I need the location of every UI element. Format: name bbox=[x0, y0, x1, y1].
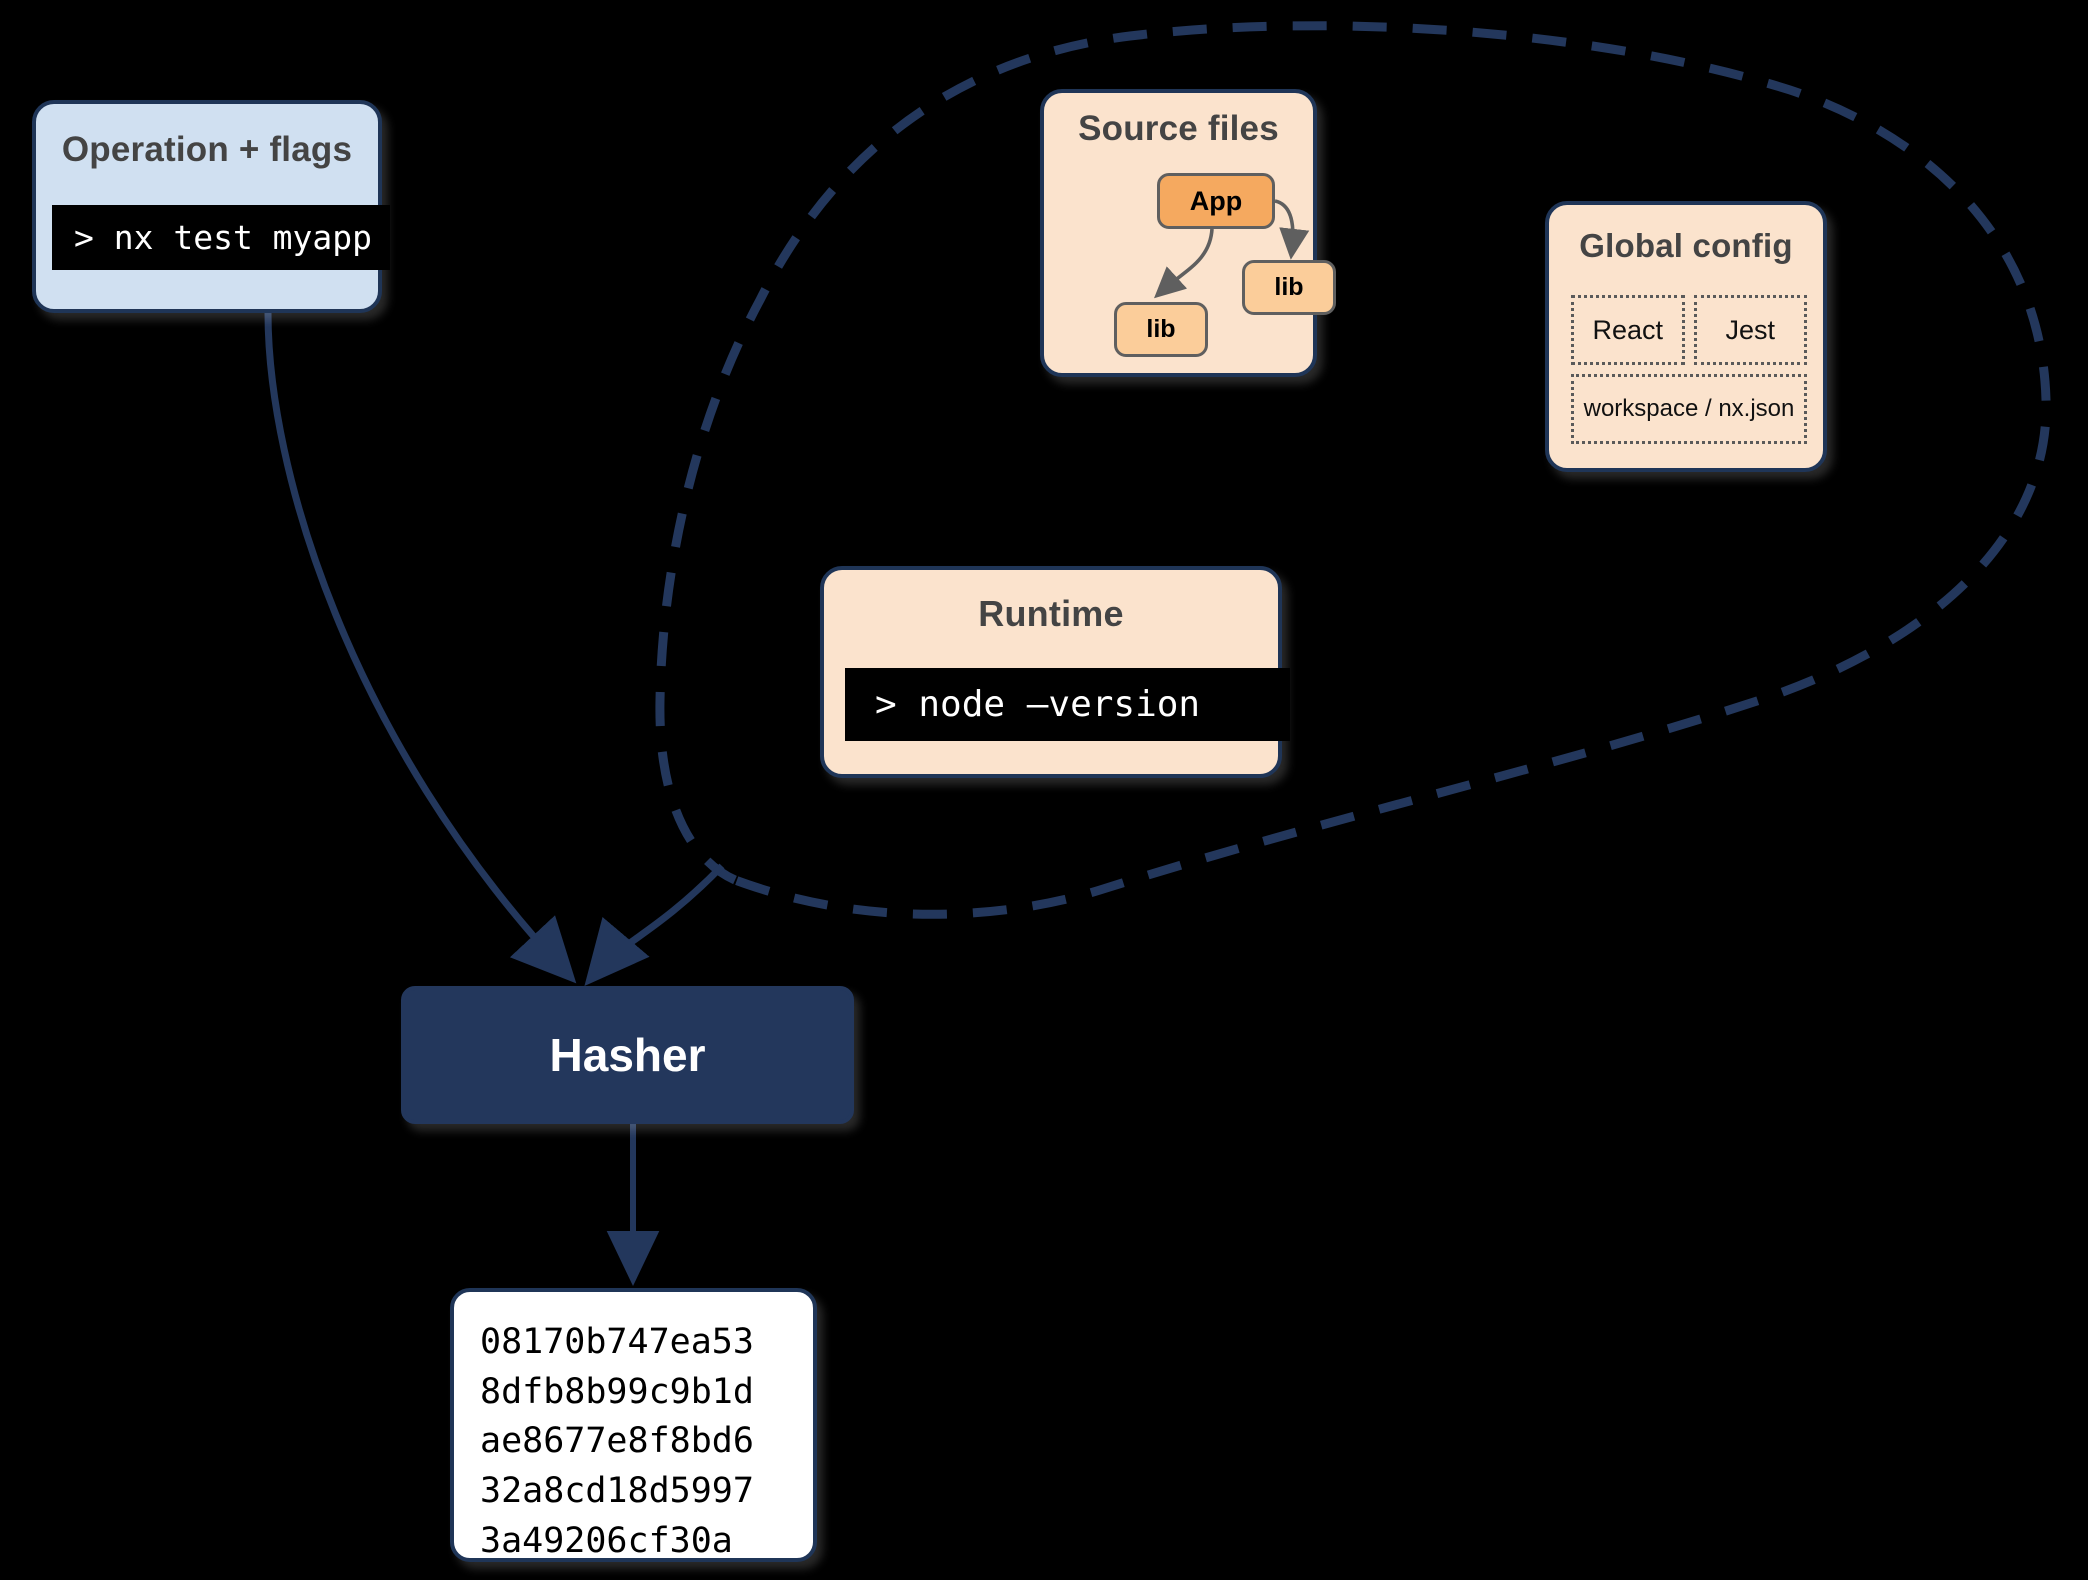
source-node-app[interactable]: App bbox=[1157, 173, 1275, 229]
global-config-row-frameworks: React Jest bbox=[1571, 295, 1807, 365]
operation-flags-card: Operation + flags > nx test myapp bbox=[32, 100, 390, 313]
config-cell-jest: Jest bbox=[1693, 295, 1807, 365]
config-cell-workspace-nxjson: workspace / nx.json bbox=[1571, 374, 1807, 444]
edge-app-to-lib-left bbox=[1154, 228, 1214, 299]
source-node-lib-left[interactable]: lib bbox=[1114, 302, 1208, 357]
hasher-label: Hasher bbox=[549, 1029, 706, 1081]
global-config-card: Global config React Jest workspace / nx.… bbox=[1545, 201, 1827, 472]
runtime-command-terminal: > node –version bbox=[845, 668, 1290, 741]
source-files-card: Source files App lib lib bbox=[1040, 89, 1336, 377]
dashed-group-boundary bbox=[655, 21, 2051, 919]
hash-output-card: 08170b747ea53 8dfb8b99c9b1d ae8677e8f8bd… bbox=[450, 1288, 817, 1562]
config-cell-react: React bbox=[1571, 295, 1685, 365]
edge-app-to-lib-right bbox=[1274, 199, 1310, 260]
hash-output-text: 08170b747ea53 8dfb8b99c9b1d ae8677e8f8bd… bbox=[480, 1322, 754, 1561]
operation-flags-title: Operation + flags bbox=[61, 130, 353, 169]
source-node-lib-right[interactable]: lib bbox=[1242, 260, 1336, 315]
hasher-card: Hasher bbox=[401, 986, 854, 1124]
global-config-grid: React Jest workspace / nx.json bbox=[1571, 295, 1807, 453]
runtime-card: Runtime > node –version bbox=[820, 566, 1290, 778]
runtime-title: Runtime bbox=[978, 593, 1124, 634]
operation-command-terminal: > nx test myapp bbox=[52, 205, 390, 270]
global-config-row-workspace: workspace / nx.json bbox=[1571, 374, 1807, 444]
edge-operation-to-hasher bbox=[264, 312, 577, 984]
source-files-title: Source files bbox=[1078, 109, 1279, 148]
edge-group-to-hasher bbox=[584, 863, 725, 987]
global-config-title: Global config bbox=[1579, 227, 1793, 264]
